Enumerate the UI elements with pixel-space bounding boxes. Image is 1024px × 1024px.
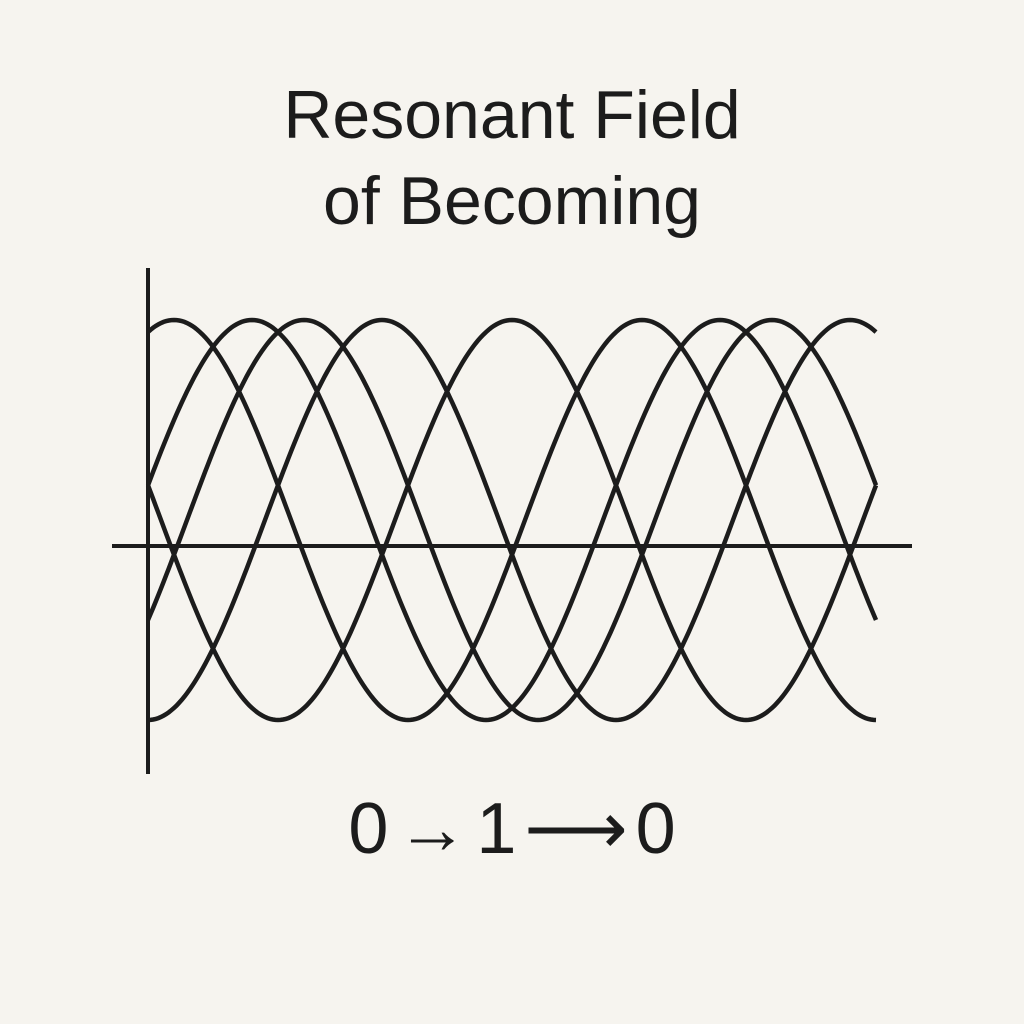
wave-2-curve [147, 317, 878, 723]
title-line-2: of Becoming [323, 163, 701, 239]
wave-1-curve [145, 317, 879, 723]
wave-4-curve [146, 317, 877, 723]
transition-caption: 0→1⟶0 [0, 786, 1024, 870]
title-line-1: Resonant Field [283, 77, 741, 153]
wave-3-curve [145, 317, 879, 723]
caption-start: 0 [348, 789, 389, 869]
wave-5-curve [145, 317, 879, 723]
long-arrow-icon: ⟶ [524, 789, 628, 869]
caption-middle: 1 [476, 789, 517, 869]
diagram-title: Resonant Field of Becoming [0, 72, 1024, 244]
arrow-icon: → [396, 789, 469, 869]
caption-end: 0 [635, 789, 676, 869]
